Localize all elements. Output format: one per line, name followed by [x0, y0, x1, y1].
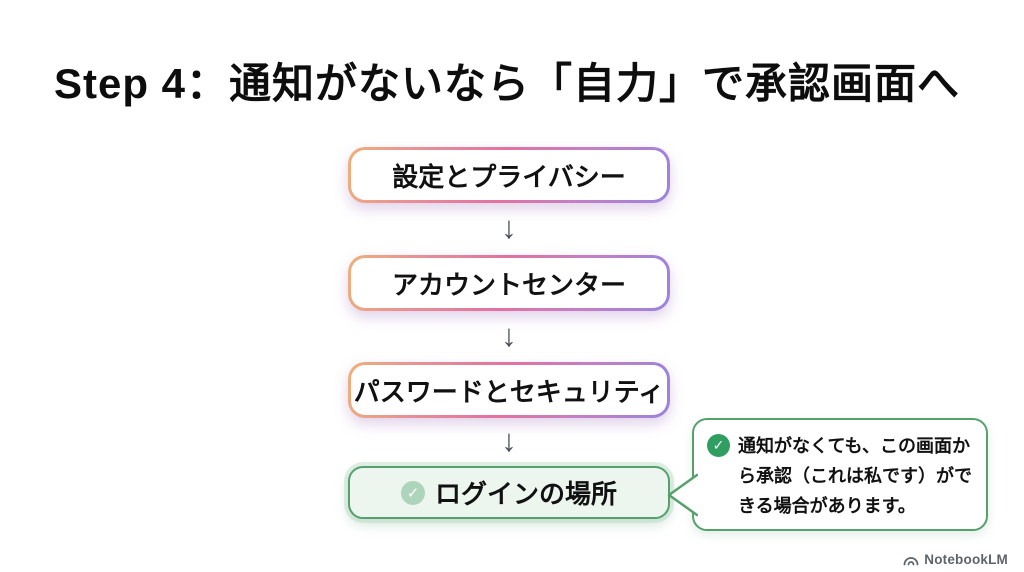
flow-step-box: パスワードとセキュリティ [351, 365, 667, 415]
flow-step-box: アカウントセンター [351, 258, 667, 308]
callout-bubble: ✓ 通知がなくても、この画面から承認（これは私です）ができる場合があります。 [692, 418, 988, 531]
flow-step-label: アカウントセンター [391, 269, 626, 300]
down-arrow-icon: ↓ [501, 318, 517, 353]
notebooklm-brand: NotebookLM [903, 552, 1008, 567]
check-icon: ✓ [400, 480, 425, 505]
flow-step-box: 設定とプライバシー [351, 150, 667, 200]
flow-step-label: パスワードとセキュリティ [353, 376, 665, 407]
flow-step-login-locations: ✓ ログインの場所 [348, 466, 670, 519]
brand-label: NotebookLM [924, 552, 1008, 567]
down-arrow-icon: ↓ [501, 210, 517, 245]
flow-step-settings-privacy: 設定とプライバシー [348, 147, 670, 203]
down-arrow-icon: ↓ [501, 423, 517, 458]
flow-step-label: 設定とプライバシー [392, 161, 626, 192]
callout-tail-icon [667, 473, 698, 517]
flow-step-account-center: アカウントセンター [348, 255, 670, 311]
page-title: Step 4：通知がないなら「自力」で承認画面へ [54, 60, 961, 107]
notebooklm-logo-icon [903, 557, 919, 566]
callout-text: 通知がなくても、この画面から承認（これは私です）ができる場合があります。 [738, 436, 972, 516]
flow-step-password-security: パスワードとセキュリティ [348, 362, 670, 418]
flow-step-label: ログインの場所 [434, 479, 617, 509]
check-icon: ✓ [707, 434, 730, 457]
